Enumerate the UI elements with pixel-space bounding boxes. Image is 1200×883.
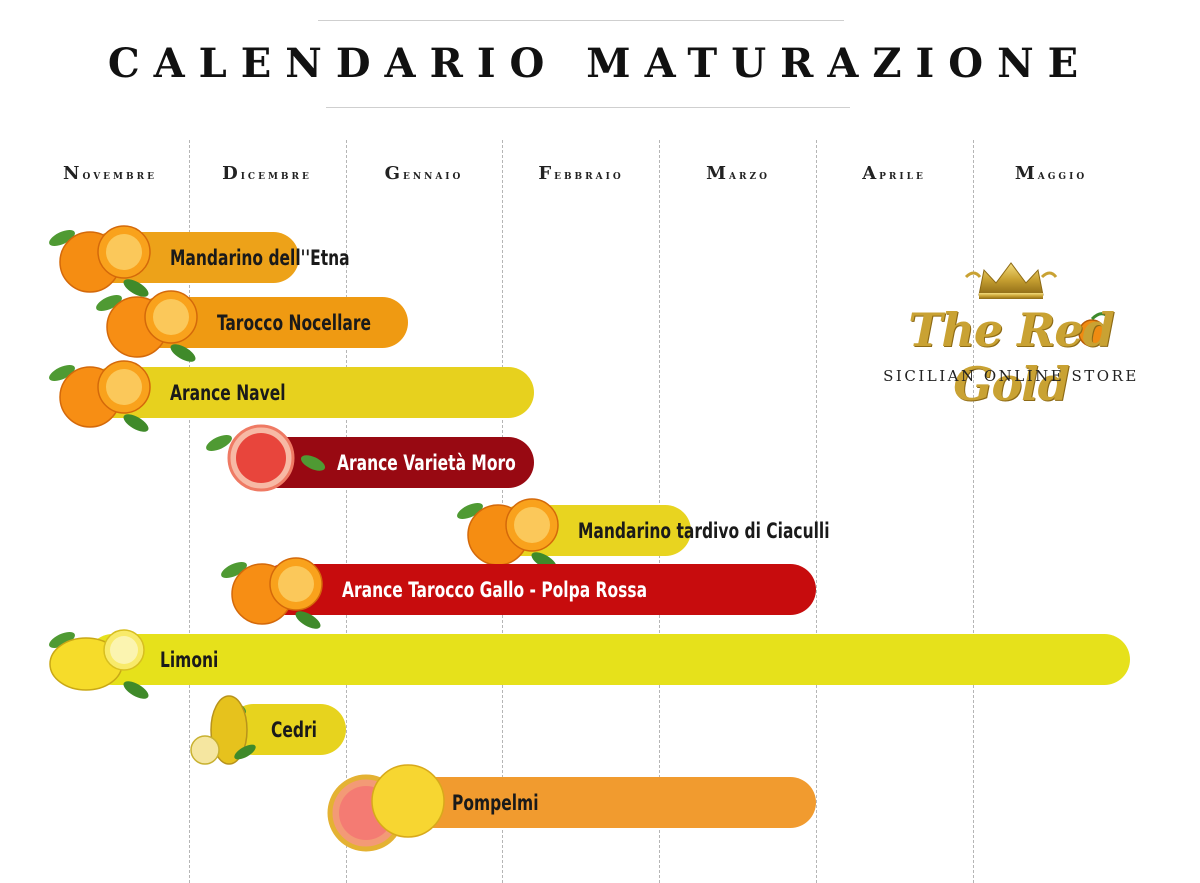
mandarin-fruit-icon	[452, 491, 572, 575]
grapefruit-fruit-icon	[326, 763, 446, 857]
crown-logo-icon	[964, 262, 1107, 347]
month-label-dicembre: Dicembre	[222, 163, 312, 184]
bar-label: Tarocco Nocellare	[217, 310, 372, 335]
month-divider	[973, 140, 974, 883]
month-label-marzo: Marzo	[706, 163, 770, 184]
bar-label: Mandarino dell''Etna	[170, 245, 350, 270]
blood-orange-fruit-icon	[201, 423, 331, 497]
month-label-maggio: Maggio	[1014, 163, 1088, 184]
orange-fruit-icon	[91, 283, 211, 367]
bar-label: Arance Tarocco Gallo - Polpa Rossa	[342, 577, 648, 602]
bar-label: Cedri	[271, 717, 317, 742]
month-label-gennaio: Gennaio	[384, 163, 464, 184]
page-title: CALENDARIO MATURAZIONE	[107, 40, 1093, 87]
ripening-bar	[259, 564, 816, 615]
month-divider	[346, 140, 347, 883]
bar-label: Pompelmi	[452, 790, 539, 815]
bar-label: Arance Navel	[170, 380, 286, 405]
month-divider	[189, 140, 190, 883]
month-label-febbraio: Febbraio	[538, 163, 624, 184]
brand-logo: The Red Gold SICILIAN ONLINE STORE	[866, 255, 1156, 411]
month-label-aprile: Aprile	[862, 163, 926, 184]
orange-fruit-icon	[216, 550, 336, 634]
citron-fruit-icon	[185, 680, 265, 784]
orange-fruit-icon	[44, 353, 164, 437]
lemon-fruit-icon	[44, 620, 154, 704]
mandarin-fruit-icon	[44, 218, 164, 302]
title-rule-top	[318, 20, 844, 21]
brand-tagline: SICILIAN ONLINE STORE	[883, 367, 1139, 385]
month-label-novembre: Novembre	[63, 163, 157, 184]
brand-name: The Red Gold	[908, 303, 1115, 411]
ripening-bar	[87, 367, 534, 418]
month-divider	[816, 140, 817, 883]
bar-label: Mandarino tardivo di Ciaculli	[578, 518, 830, 543]
bar-label: Limoni	[160, 647, 219, 672]
title-rule-bottom	[326, 107, 850, 108]
ripening-bar	[87, 634, 1130, 685]
bar-label: Arance Varietà Moro	[337, 450, 516, 475]
